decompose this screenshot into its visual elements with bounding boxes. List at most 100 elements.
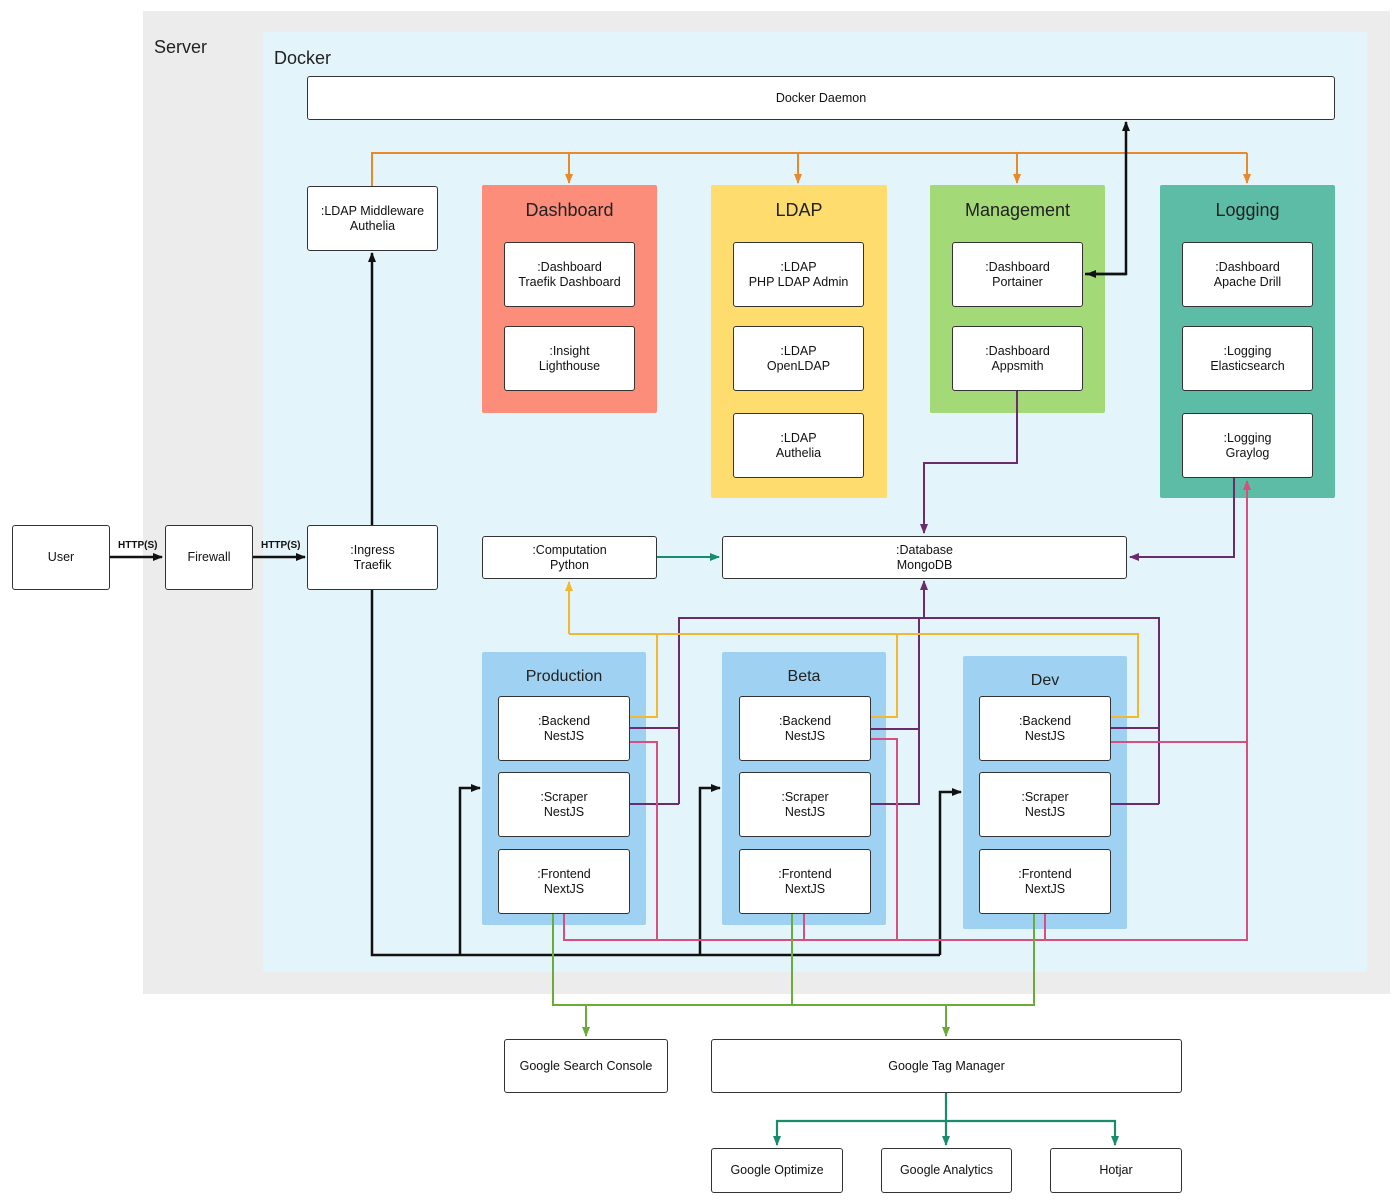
- node-name: :Scraper: [781, 789, 829, 804]
- node-tech: Appsmith: [991, 358, 1044, 373]
- node-name: :Dashboard: [985, 259, 1050, 274]
- google-search-console-label: Google Search Console: [519, 1058, 653, 1073]
- dev-group-title: Dev: [1030, 672, 1060, 689]
- pink-logging-connectors: [563, 480, 1251, 941]
- yellow-computation-connectors: [565, 581, 1139, 718]
- node-tech: Apache Drill: [1213, 274, 1282, 289]
- node-tech: Authelia: [349, 218, 396, 233]
- node-tech: NextJS: [543, 881, 585, 896]
- server-zone-title: Server: [154, 37, 208, 57]
- node-tech: Graylog: [1225, 445, 1270, 460]
- node-name: :Dashboard: [1215, 259, 1280, 274]
- node-name: :Computation: [532, 542, 607, 557]
- lighthouse-box[interactable]: :Insight Lighthouse: [504, 326, 635, 391]
- google-tag-manager-label: Google Tag Manager: [888, 1058, 1005, 1073]
- beta-backend-box[interactable]: :Backend NestJS: [739, 696, 871, 761]
- php-ldap-admin-box[interactable]: :LDAP PHP LDAP Admin: [733, 242, 864, 307]
- node-tech: Elasticsearch: [1210, 358, 1285, 373]
- docker-daemon-label: Docker Daemon: [775, 90, 867, 105]
- node-tech: NestJS: [784, 728, 826, 743]
- node-name: :Database: [896, 542, 953, 557]
- node-name: :Frontend: [778, 866, 832, 881]
- firewall-ingress-edge-label: HTTP(S): [261, 540, 301, 551]
- user-label: User: [47, 550, 75, 564]
- traefik-dashboard-box[interactable]: :Dashboard Traefik Dashboard: [504, 242, 635, 307]
- ldap-middleware-box[interactable]: :LDAP Middleware Authelia: [307, 186, 438, 251]
- node-name: :Scraper: [1021, 789, 1069, 804]
- beta-group-title: Beta: [787, 668, 821, 685]
- management-group-title: Management: [964, 200, 1071, 220]
- orange-auth-connectors: [371, 152, 1251, 186]
- node-tech: MongoDB: [896, 557, 953, 572]
- node-tech: NestJS: [1024, 804, 1066, 819]
- user-box[interactable]: User: [12, 525, 110, 590]
- logging-group-title: Logging: [1215, 200, 1280, 220]
- node-name: :Frontend: [1018, 866, 1072, 881]
- beta-scraper-box[interactable]: :Scraper NestJS: [739, 772, 871, 837]
- docker-zone-title: Docker: [274, 48, 332, 68]
- node-tech: NestJS: [784, 804, 826, 819]
- google-analytics-label: Google Analytics: [899, 1163, 994, 1177]
- computation-box[interactable]: :Computation Python: [482, 536, 657, 579]
- node-name: :Dashboard: [537, 259, 602, 274]
- node-tech: PHP LDAP Admin: [748, 274, 849, 289]
- node-tech: Traefik Dashboard: [518, 274, 621, 289]
- node-tech: Portainer: [992, 274, 1043, 289]
- google-optimize-box[interactable]: Google Optimize: [711, 1148, 843, 1193]
- dev-frontend-box[interactable]: :Frontend NextJS: [979, 849, 1111, 914]
- hotjar-label: Hotjar: [1099, 1163, 1133, 1177]
- node-name: :LDAP: [780, 259, 817, 274]
- node-tech: NestJS: [543, 728, 585, 743]
- appsmith-box[interactable]: :Dashboard Appsmith: [952, 326, 1083, 391]
- docker-daemon-box[interactable]: Docker Daemon: [307, 76, 1335, 120]
- portainer-box[interactable]: :Dashboard Portainer: [952, 242, 1083, 307]
- node-tech: OpenLDAP: [766, 358, 831, 373]
- node-name: :Logging: [1223, 343, 1272, 358]
- beta-frontend-box[interactable]: :Frontend NextJS: [739, 849, 871, 914]
- node-name: :Dashboard: [985, 343, 1050, 358]
- node-name: :Frontend: [537, 866, 591, 881]
- node-name: :Ingress: [350, 542, 395, 557]
- node-name: :Backend: [778, 713, 832, 728]
- production-frontend-box[interactable]: :Frontend NextJS: [498, 849, 630, 914]
- dev-backend-box[interactable]: :Backend NestJS: [979, 696, 1111, 761]
- node-tech: Python: [550, 557, 589, 572]
- elasticsearch-box[interactable]: :Logging Elasticsearch: [1182, 326, 1313, 391]
- google-optimize-label: Google Optimize: [730, 1163, 824, 1177]
- node-tech: Authelia: [775, 445, 822, 460]
- apache-drill-box[interactable]: :Dashboard Apache Drill: [1182, 242, 1313, 307]
- database-box[interactable]: :Database MongoDB: [722, 536, 1127, 579]
- green-analytics-connectors: [552, 914, 1035, 1037]
- google-tag-manager-box[interactable]: Google Tag Manager: [711, 1039, 1182, 1093]
- graylog-box[interactable]: :Logging Graylog: [1182, 413, 1313, 478]
- dashboard-group-title: Dashboard: [525, 200, 614, 220]
- google-analytics-box[interactable]: Google Analytics: [881, 1148, 1012, 1193]
- google-search-console-box[interactable]: Google Search Console: [504, 1039, 668, 1093]
- black-request-connectors: [110, 121, 1130, 957]
- openldap-box[interactable]: :LDAP OpenLDAP: [733, 326, 864, 391]
- node-name: :LDAP: [780, 343, 817, 358]
- firewall-label: Firewall: [187, 550, 231, 564]
- node-name: :LDAP Middleware: [320, 203, 425, 218]
- node-name: :Scraper: [540, 789, 588, 804]
- node-tech: Traefik: [353, 557, 392, 572]
- hotjar-box[interactable]: Hotjar: [1050, 1148, 1182, 1193]
- ldap-group-title: LDAP: [775, 200, 823, 220]
- node-tech: Lighthouse: [538, 358, 601, 373]
- node-name: :LDAP: [780, 430, 817, 445]
- node-tech: NextJS: [784, 881, 826, 896]
- node-tech: NextJS: [1024, 881, 1066, 896]
- ingress-box[interactable]: :Ingress Traefik: [307, 525, 438, 590]
- node-name: :Insight: [549, 343, 590, 358]
- firewall-box[interactable]: Firewall: [165, 525, 253, 590]
- production-backend-box[interactable]: :Backend NestJS: [498, 696, 630, 761]
- production-group-title: Production: [525, 668, 603, 685]
- teal-tag-manager-connectors: [773, 1093, 1119, 1146]
- ldap-authelia-box[interactable]: :LDAP Authelia: [733, 413, 864, 478]
- production-scraper-box[interactable]: :Scraper NestJS: [498, 772, 630, 837]
- user-firewall-edge-label: HTTP(S): [118, 540, 158, 551]
- node-name: :Logging: [1223, 430, 1272, 445]
- node-tech: NestJS: [1024, 728, 1066, 743]
- dev-scraper-box[interactable]: :Scraper NestJS: [979, 772, 1111, 837]
